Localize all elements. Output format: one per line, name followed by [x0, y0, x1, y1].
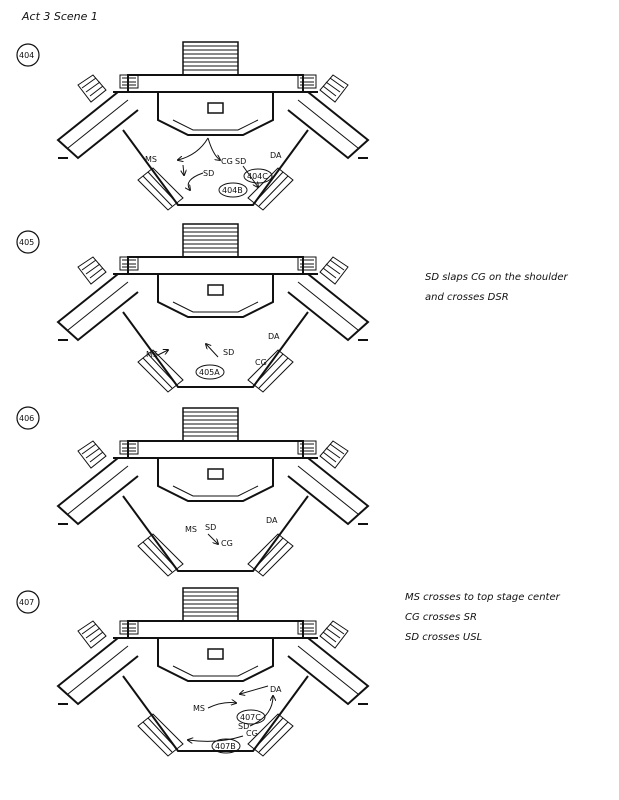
movement-arrow	[249, 696, 273, 727]
stage-diagram-405: 405 MS SD CG DA 405A	[16, 223, 369, 393]
label-da: DA	[268, 332, 280, 341]
label-sd: SD	[205, 523, 216, 532]
movement-arrow	[188, 735, 244, 741]
label-cg: CG	[255, 358, 267, 367]
scene-number-circle	[16, 590, 40, 614]
movement-arrow	[188, 172, 204, 190]
label-sd-small: SD	[203, 169, 214, 178]
scene-number: 406	[19, 414, 34, 423]
cue-circle	[218, 182, 248, 198]
movement-arrow	[242, 165, 258, 187]
movement-arrow	[240, 685, 269, 694]
stage-diagram-404: 404 MS CG SD DA SD 404C 404B	[16, 41, 369, 211]
stage-diagram-406: 406 MS SD CG DA	[16, 406, 369, 577]
scene-number: 404	[19, 51, 34, 60]
movement-arrow	[157, 350, 168, 356]
note-line: and crosses DSR	[425, 292, 509, 303]
stage-diagram-407: 407 MS DA SD CG 407C 407B	[16, 587, 369, 757]
cue-405a: 405A	[199, 368, 220, 377]
movement-arrow	[207, 533, 218, 544]
scene-number-circle	[16, 406, 40, 430]
label-sd: SD	[238, 722, 249, 731]
label-cg: CG	[246, 729, 258, 738]
note-line: SD crosses USL	[405, 632, 483, 643]
cue-404c: 404C	[247, 172, 268, 181]
label-da: DA	[270, 151, 282, 160]
cue-407c: 407C	[240, 713, 261, 722]
label-cg: CG	[221, 157, 233, 166]
scene-number: 405	[19, 238, 34, 247]
notes-405: SD slaps CG on the shoulder and crosses …	[425, 268, 568, 308]
cue-circle	[195, 364, 225, 380]
page-title: Act 3 Scene 1	[22, 10, 98, 23]
scene-number: 407	[19, 598, 34, 607]
cue-circle	[236, 709, 266, 725]
note-line: SD slaps CG on the shoulder	[425, 272, 568, 283]
movement-arrow	[178, 137, 209, 160]
cue-407b: 407B	[215, 742, 236, 751]
label-ms: MS	[185, 525, 197, 534]
movement-arrow	[206, 344, 219, 358]
label-da: DA	[266, 516, 278, 525]
notes-407: MS crosses to top stage center CG crosse…	[405, 588, 560, 648]
label-sd: SD	[235, 157, 246, 166]
note-line: MS crosses to top stage center	[405, 592, 560, 603]
label-ms: MS	[146, 350, 158, 359]
cue-404b: 404B	[222, 186, 243, 195]
label-ms: MS	[193, 704, 205, 713]
cue-circle	[211, 738, 241, 754]
movement-arrow	[207, 703, 236, 709]
label-da: DA	[270, 685, 282, 694]
scene-number-circle	[16, 230, 40, 254]
label-sd: SD	[223, 348, 234, 357]
label-cg: CG	[221, 539, 233, 548]
scene-number-circle	[16, 43, 40, 67]
note-line: CG crosses SR	[405, 612, 477, 623]
label-ms: MS	[145, 155, 157, 164]
movement-arrow	[207, 137, 220, 160]
movement-arrow	[183, 164, 184, 175]
